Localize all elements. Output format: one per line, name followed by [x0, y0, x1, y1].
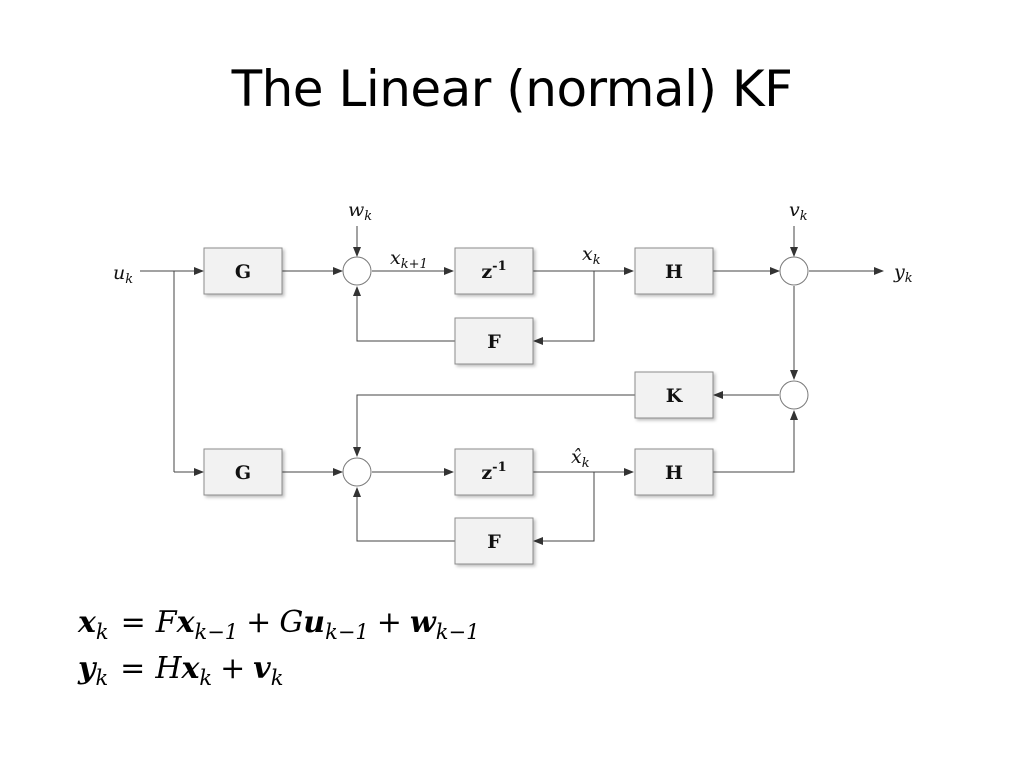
signal-y-k: yk [893, 261, 913, 286]
signal-v-k: vk [789, 199, 808, 224]
sum-junction-innovation [779, 380, 809, 410]
block-f-top: F [454, 317, 534, 365]
signal-x-hat-k: x̂k [571, 446, 590, 471]
slide-title: The Linear (normal) KF [231, 60, 793, 118]
signal-x-k-plus-1: xk+1 [390, 247, 428, 272]
block-f-top-label: F [487, 331, 501, 353]
block-g-bottom-label: G [235, 462, 251, 484]
block-f-bottom-label: F [487, 531, 501, 553]
block-delay-top-exponent: -1 [492, 259, 506, 274]
block-h-bottom-label: H [665, 462, 683, 484]
block-k-gain-label: K [666, 385, 684, 407]
block-g-top-label: G [235, 261, 251, 283]
block-h-bottom: H [634, 448, 714, 496]
signal-u-k: uk [113, 262, 133, 287]
block-h-top: H [634, 247, 714, 295]
block-g-top: G [203, 247, 283, 295]
block-f-bottom: F [454, 517, 534, 565]
signal-w-k: wk [348, 199, 372, 224]
block-h-top-label: H [665, 261, 683, 283]
block-delay-top: z-1 [454, 247, 534, 295]
block-delay-bottom-exponent: -1 [492, 460, 506, 475]
block-delay-bottom: z-1 [454, 448, 534, 496]
signal-wires [140, 226, 884, 545]
measurement-equation: yk=Hxk+vk [77, 651, 283, 690]
state-equation: xk=Fxk−1+Guk−1+wk−1 [77, 605, 479, 644]
block-delay-top-label: z [481, 261, 492, 283]
svg-text:z-1: z-1 [481, 460, 506, 484]
block-g-bottom: G [203, 448, 283, 496]
block-delay-bottom-label: z [481, 462, 492, 484]
sum-junction-measurement [779, 256, 809, 286]
sum-junction-estimate [342, 457, 372, 487]
svg-text:z-1: z-1 [481, 259, 506, 283]
sum-junction-state [342, 256, 372, 286]
signal-x-k: xk [582, 243, 601, 268]
block-k-gain: K [634, 371, 714, 419]
